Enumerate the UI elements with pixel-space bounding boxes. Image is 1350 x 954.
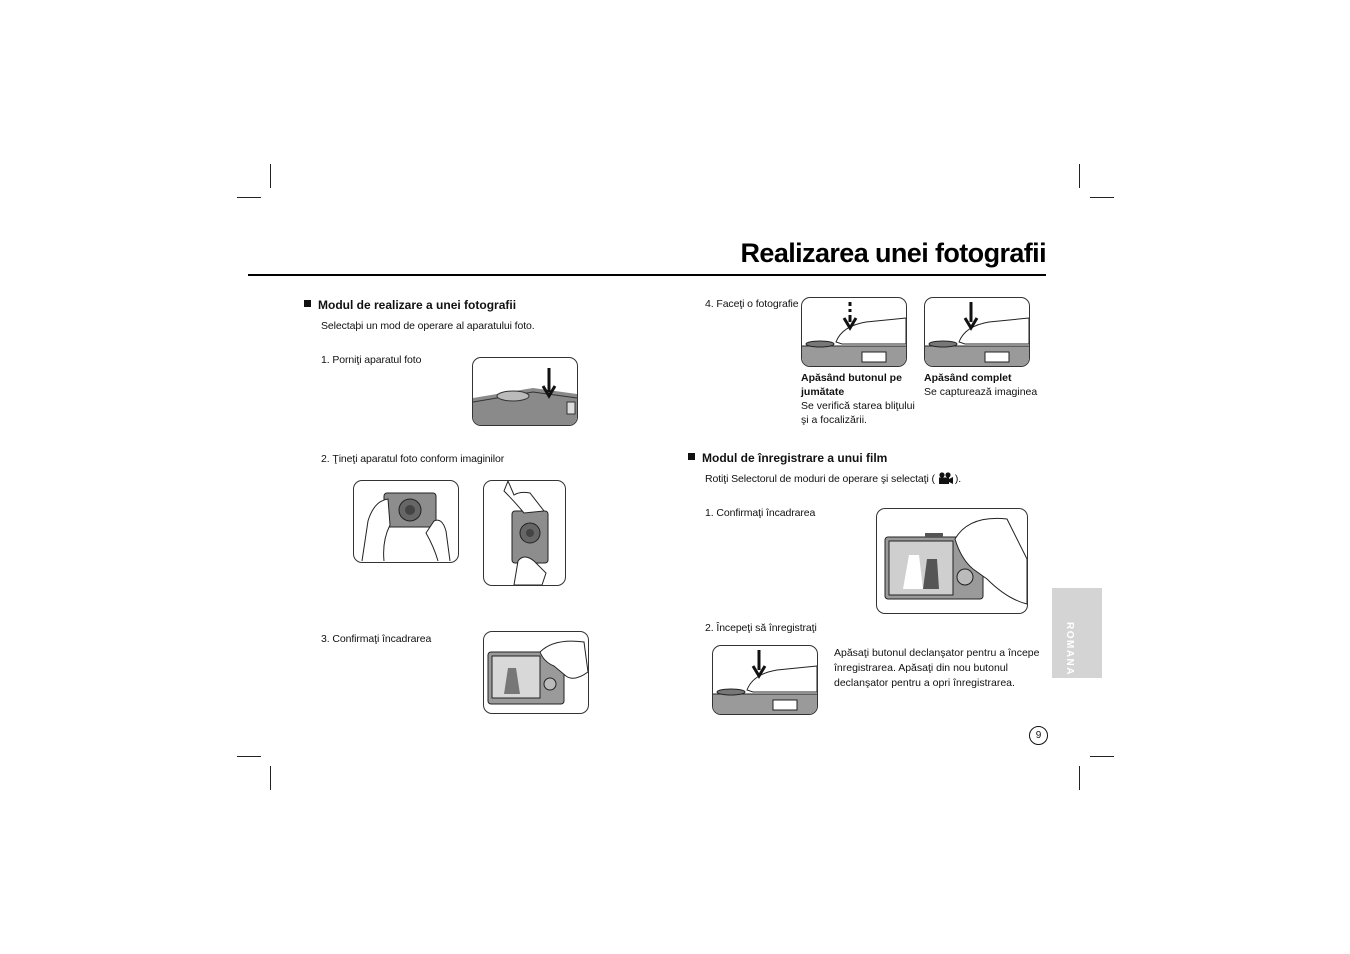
movie-intro-end: ).	[954, 473, 962, 485]
page-number: 9	[1029, 726, 1048, 745]
movie-intro-text: Rotiţi Selectorul de moduri de operare ş…	[705, 473, 935, 485]
movie-camera-icon	[936, 472, 954, 488]
movie-framing-illustration	[876, 508, 1028, 614]
crop-mark	[1090, 756, 1114, 757]
hold-camera-landscape-illustration	[353, 480, 459, 563]
crop-mark	[237, 197, 261, 198]
movie-step-1: 1. Confirmaţi încadrarea	[705, 507, 816, 519]
section-heading-photo: Modul de realizare a unei fotografii	[304, 298, 516, 312]
step-1: 1. Porniţi aparatul foto	[321, 354, 422, 366]
language-tab: ROMANA	[1052, 588, 1102, 678]
hold-camera-portrait-illustration	[483, 480, 566, 586]
page-title: Realizarea unei fotografii	[740, 238, 1047, 268]
movie-step-2: 2. Începeţi să înregistraţi	[705, 622, 817, 634]
crop-mark	[237, 756, 261, 757]
section-heading-text: Modul de realizare a unei fotografii	[318, 298, 517, 312]
half-press-illustration	[801, 297, 907, 367]
crop-mark	[1079, 766, 1080, 790]
half-press-text: Se verifică starea bliţului şi a focaliz…	[801, 400, 915, 426]
power-button-illustration	[472, 357, 578, 426]
full-press-text: Se capturează imaginea	[924, 386, 1038, 398]
intro-text: Selectaþi un mod de operare al aparatulu…	[321, 320, 535, 332]
crop-mark	[270, 164, 271, 188]
full-press-illustration	[924, 297, 1030, 367]
section-heading-text: Modul de înregistrare a unui film	[702, 451, 888, 465]
confirm-framing-illustration	[483, 631, 589, 714]
start-recording-illustration	[712, 645, 818, 715]
square-bullet-icon	[304, 300, 311, 307]
step-2: 2. Ţineţi aparatul foto conform imaginil…	[321, 453, 505, 465]
half-press-title: Apăsând butonul pe jumătate	[801, 372, 902, 398]
full-press-title: Apăsând complet	[924, 372, 1012, 384]
crop-mark	[1090, 197, 1114, 198]
title-rule	[248, 274, 1046, 276]
section-heading-movie: Modul de înregistrare a unui film	[688, 451, 887, 465]
step-4: 4. Faceţi o fotografie	[705, 298, 799, 310]
crop-mark	[270, 766, 271, 790]
step-3: 3. Confirmaţi încadrarea	[321, 633, 432, 645]
square-bullet-icon	[688, 453, 695, 460]
movie-intro: Rotiţi Selectorul de moduri de operare ş…	[705, 472, 961, 488]
full-press-caption: Apăsând complet Se capturează imaginea	[924, 371, 1044, 399]
language-tab-label: ROMANA	[1064, 622, 1075, 676]
movie-note: Apăsaţi butonul declanşator pentru a înc…	[834, 647, 1040, 689]
half-press-caption: Apăsând butonul pe jumătate Se verifică …	[801, 371, 921, 427]
crop-mark	[1079, 164, 1080, 188]
